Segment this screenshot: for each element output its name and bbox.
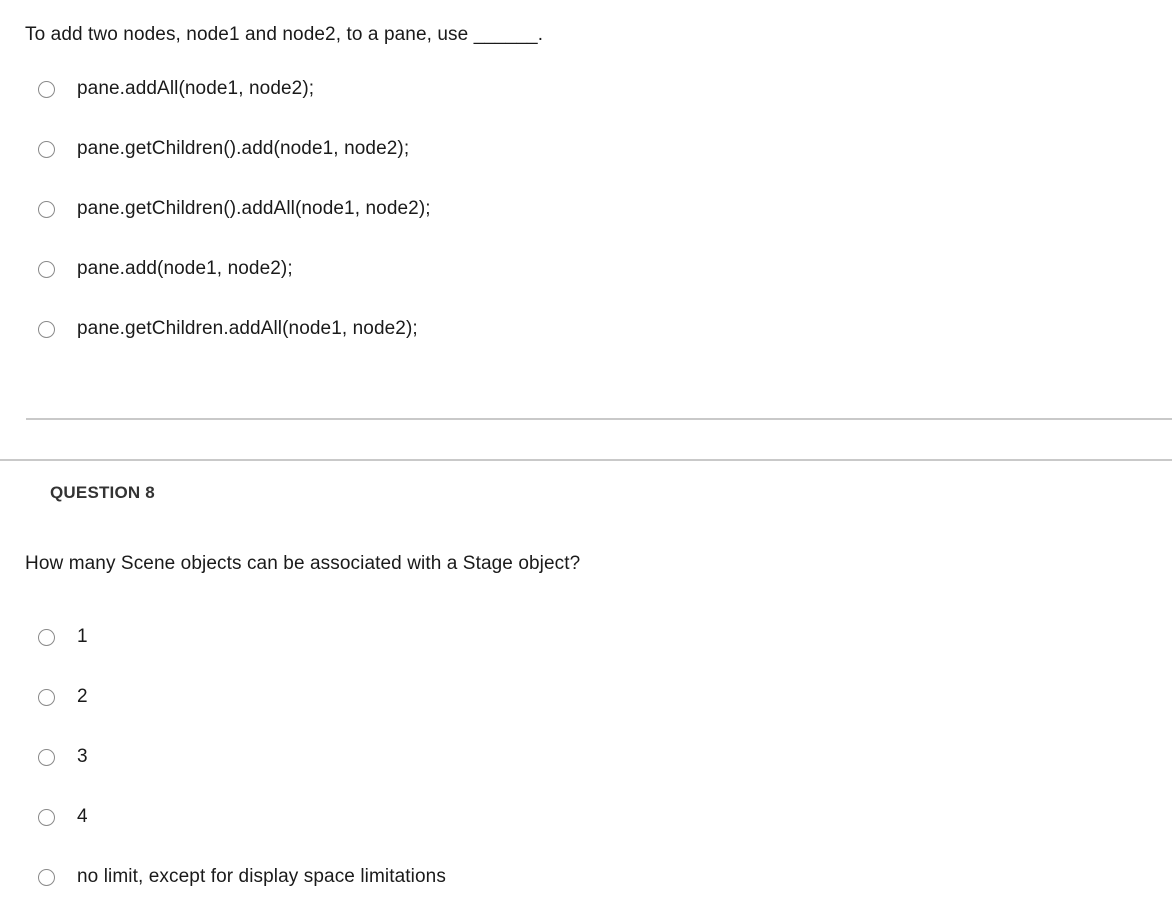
radio-button-icon[interactable]: [38, 748, 55, 766]
answer-option-row[interactable]: pane.getChildren().add(node1, node2);: [0, 119, 1172, 179]
answer-option-label: pane.add(node1, node2);: [77, 258, 293, 279]
answer-option-label: 3: [77, 746, 88, 767]
answer-option-label: 2: [77, 686, 88, 707]
answer-option-label: pane.getChildren.addAll(node1, node2);: [77, 318, 418, 339]
radio-button-icon[interactable]: [38, 808, 55, 826]
answer-option-row[interactable]: pane.addAll(node1, node2);: [0, 59, 1172, 119]
radio-button-icon[interactable]: [38, 260, 55, 278]
radio-button-icon[interactable]: [38, 200, 55, 218]
answer-option-row[interactable]: pane.getChildren().addAll(node1, node2);: [0, 179, 1172, 239]
radio-button-icon[interactable]: [38, 688, 55, 706]
radio-button-icon[interactable]: [38, 320, 55, 338]
answer-option-row[interactable]: 4: [0, 787, 1172, 847]
question-block-8: QUESTION 8 How many Scene objects can be…: [0, 461, 1172, 907]
answer-option-label: pane.getChildren().add(node1, node2);: [77, 138, 410, 159]
answer-option-row[interactable]: no limit, except for display space limit…: [0, 847, 1172, 907]
question-stem: To add two nodes, node1 and node2, to a …: [25, 24, 544, 45]
answer-option-row[interactable]: 1: [0, 607, 1172, 667]
answer-option-label: pane.addAll(node1, node2);: [77, 78, 315, 99]
answer-option-label: 4: [77, 806, 88, 827]
answer-options-list-8: 1 2 3 4 no limit, except for display spa…: [0, 607, 1172, 907]
question-bottom-divider: [26, 418, 1172, 420]
radio-button-icon[interactable]: [38, 628, 55, 646]
answer-option-label: 1: [77, 626, 88, 647]
question-header: QUESTION 8: [50, 483, 155, 502]
answer-option-row[interactable]: 2: [0, 667, 1172, 727]
answer-options-list-7: pane.addAll(node1, node2); pane.getChild…: [0, 59, 1172, 359]
radio-button-icon[interactable]: [38, 140, 55, 158]
answer-option-row[interactable]: 3: [0, 727, 1172, 787]
radio-button-icon[interactable]: [38, 868, 55, 886]
question-block-7: To add two nodes, node1 and node2, to a …: [0, 0, 1172, 420]
answer-option-label: no limit, except for display space limit…: [77, 866, 446, 887]
question-stem: How many Scene objects can be associated…: [25, 553, 581, 574]
answer-option-row[interactable]: pane.add(node1, node2);: [0, 239, 1172, 299]
radio-button-icon[interactable]: [38, 80, 55, 98]
question-separator-divider: [0, 459, 1172, 461]
answer-option-row[interactable]: pane.getChildren.addAll(node1, node2);: [0, 299, 1172, 359]
answer-option-label: pane.getChildren().addAll(node1, node2);: [77, 198, 431, 219]
